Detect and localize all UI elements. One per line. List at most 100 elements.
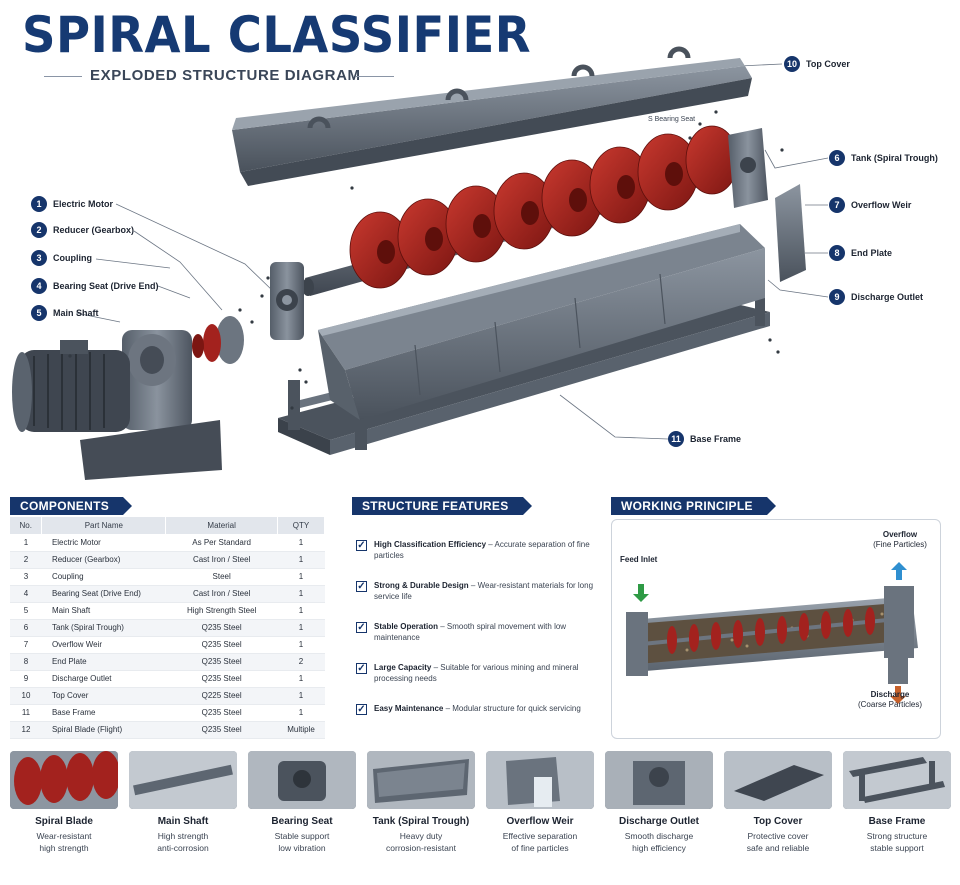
cell-no: 4 (10, 585, 42, 603)
callout-label: Discharge Outlet (851, 292, 924, 302)
callout-top-cover: 10 Top Cover (784, 56, 850, 72)
thumbnail-desc-line: Protective cover (747, 831, 809, 841)
cell-part-name: Discharge Outlet (41, 670, 166, 688)
cell-material: High Strength Steel (165, 602, 278, 620)
overflow-weir-housing (728, 128, 768, 208)
components-heading: COMPONENTS (10, 497, 133, 515)
feature-item: ✓Stable Operation – Smooth spiral moveme… (356, 621, 596, 643)
thumbnail-image (248, 751, 356, 809)
overflow-title: Overflow (882, 530, 918, 539)
callout-bearing-seat: 4 Bearing Seat (Drive End) (31, 278, 159, 294)
feature-desc: – Modular structure for quick servicing (443, 704, 581, 713)
cell-material: Q235 Steel (165, 619, 278, 637)
thumbnail-name: Discharge Outlet (618, 816, 700, 827)
subtitle-line-left (44, 76, 82, 77)
cell-part-name: Reducer (Gearbox) (41, 551, 166, 569)
col-material: Material (165, 517, 279, 534)
thumbnail-desc-line: safe and reliable (746, 843, 810, 853)
bolt-scatter (68, 110, 784, 410)
cell-material: Cast Iron / Steel (165, 585, 278, 603)
callout-label: Electric Motor (53, 199, 114, 209)
left-leaders (75, 203, 275, 323)
top-cover-shape (232, 46, 752, 186)
features-heading: STRUCTURE FEATURES (352, 497, 532, 515)
cell-material: Q225 Steel (165, 687, 278, 705)
badge-9: 9 (829, 289, 845, 305)
feature-title: Easy Maintenance (374, 704, 444, 713)
cell-qty: 1 (277, 585, 325, 603)
cell-qty: Multiple (277, 721, 325, 739)
thumbnail-desc-line: Effective separation (502, 831, 578, 841)
callout-discharge-outlet: 9 Discharge Outlet (829, 289, 923, 305)
cell-no: 3 (10, 568, 42, 586)
feature-desc: – Accurate separation of fine particles (374, 540, 590, 560)
table-header-row: No. Part Name Material QTY (10, 517, 325, 534)
checkbox-icon: ✓ (356, 581, 367, 592)
callout-electric-motor: 1 Electric Motor (31, 196, 113, 212)
cell-material: Q235 Steel (165, 670, 278, 688)
cell-no: 7 (10, 636, 42, 654)
thumbnail-name: Overflow Weir (506, 816, 574, 827)
callout-label: Tank (Spiral Trough) (851, 153, 938, 163)
thumbnail-name: Tank (Spiral Trough) (372, 816, 470, 827)
principle-illustration (626, 562, 918, 704)
thumbnail-desc-line: Strong structure (866, 831, 928, 841)
feature-text: Strong & Durable Design – Wear-resistant… (374, 580, 596, 602)
thumbnail-desc-line: Smooth discharge (624, 831, 694, 841)
col-no: No. (10, 517, 43, 534)
cell-part-name: End Plate (41, 653, 166, 671)
col-part-name: Part Name (41, 517, 167, 534)
checkbox-icon: ✓ (356, 704, 367, 715)
principle-panel: Feed Inlet Overflow (Fine Particles) Dis… (611, 497, 941, 741)
callout-label: Coupling (53, 253, 92, 263)
badge-6: 6 (829, 150, 845, 166)
callout-main-shaft: 5 Main Shaft (31, 305, 99, 321)
cell-no: 8 (10, 653, 42, 671)
exploded-illustration (12, 46, 829, 480)
principle-heading: WORKING PRINCIPLE (611, 497, 776, 515)
motor-shape (12, 340, 130, 432)
features-panel: STRUCTURE FEATURES ✓ High Classification … (352, 497, 593, 741)
cell-qty: 1 (277, 534, 325, 552)
feature-title: High Classification Efficiency (374, 540, 487, 549)
discharge-subtitle: (Coarse Particles) (857, 700, 922, 709)
thumbnail-image (367, 751, 475, 809)
cell-material: Steel (165, 568, 278, 586)
subtitle-line-right (356, 76, 394, 77)
principle-box: Feed Inlet Overflow (Fine Particles) Dis… (611, 519, 941, 739)
feature-text: Stable Operation – Smooth spiral movemen… (374, 621, 596, 643)
cell-part-name: Base Frame (41, 704, 166, 722)
thumbnail-desc: Protective cover safe and reliable (724, 830, 832, 854)
callout-label: Main Shaft (53, 308, 99, 318)
callout-label: Overflow Weir (851, 200, 912, 210)
feature-title: Large Capacity (374, 663, 432, 672)
reducer-shape (80, 330, 222, 480)
badge-3: 3 (31, 250, 47, 266)
checkbox-icon: ✓ (356, 663, 367, 674)
cell-qty: 1 (277, 704, 325, 722)
callout-end-plate: 8 End Plate (829, 245, 892, 261)
cell-no: 11 (10, 704, 42, 722)
feature-text: High Classification Efficiency – Accurat… (374, 539, 596, 561)
cell-qty: 1 (277, 670, 325, 688)
